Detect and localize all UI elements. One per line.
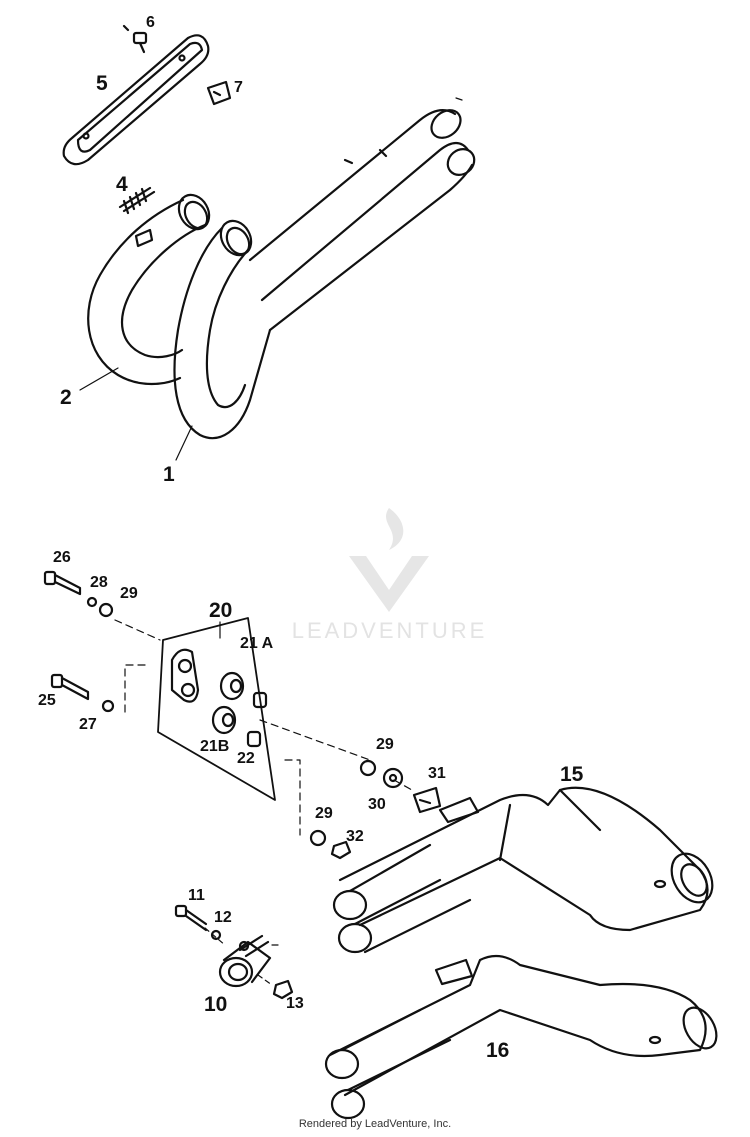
callout-5: 5 xyxy=(96,72,108,95)
callout-29-mid: 29 xyxy=(376,736,394,753)
left-header-pipe xyxy=(87,193,211,386)
flame-logo-icon xyxy=(349,508,429,612)
callout-29-low: 29 xyxy=(315,805,333,822)
callout-6: 6 xyxy=(146,14,155,31)
clip-nut xyxy=(206,80,232,106)
nut-32 xyxy=(330,840,352,860)
watermark-brand-text: LEADVENTURE xyxy=(291,618,488,643)
callout-21b: 21B xyxy=(200,738,230,755)
rubber-grommet-21a xyxy=(219,671,245,701)
callout-21a: 21 A xyxy=(240,635,274,652)
bolt-26 xyxy=(43,570,82,596)
callout-1: 1 xyxy=(163,463,175,486)
small-bolt xyxy=(122,24,148,54)
callout-30: 30 xyxy=(368,796,386,813)
callout-31: 31 xyxy=(428,765,446,782)
collar-spacers xyxy=(246,691,268,748)
lower-muffler xyxy=(324,954,718,1120)
callout-10: 10 xyxy=(204,993,228,1016)
callout-25: 25 xyxy=(38,692,56,709)
rubber-grommet-21b xyxy=(211,705,237,735)
exhaust-clamp xyxy=(218,934,272,988)
clip-nut-31 xyxy=(412,786,442,814)
upper-muffler xyxy=(332,786,714,954)
callout-12: 12 xyxy=(214,909,232,926)
callout-2: 2 xyxy=(60,386,72,409)
heat-shield-plate xyxy=(62,34,210,166)
callout-29-top: 29 xyxy=(120,585,138,602)
callout-16: 16 xyxy=(486,1039,510,1062)
callout-27: 27 xyxy=(79,716,97,733)
bolt-25 xyxy=(50,673,90,701)
callout-26: 26 xyxy=(53,549,71,566)
leadventure-watermark: LEADVENTURE xyxy=(272,500,507,650)
callout-11: 11 xyxy=(188,887,205,904)
callout-7: 7 xyxy=(234,79,243,96)
collector-pipes xyxy=(248,109,476,332)
callout-4: 4 xyxy=(116,173,128,196)
right-header-pipe xyxy=(173,219,272,440)
bolt-11 xyxy=(174,904,208,932)
bracket-kit-box xyxy=(157,617,276,801)
mounting-bracket xyxy=(170,648,200,703)
callout-32: 32 xyxy=(346,828,364,845)
callout-13: 13 xyxy=(286,995,304,1012)
callout-20: 20 xyxy=(209,599,233,622)
callout-15: 15 xyxy=(560,763,584,786)
footer-credit: Rendered by LeadVenture, Inc. xyxy=(298,1118,452,1130)
nut-13 xyxy=(272,979,294,1000)
spring xyxy=(118,186,156,215)
callout-28: 28 xyxy=(90,574,108,591)
callout-22: 22 xyxy=(237,750,255,767)
